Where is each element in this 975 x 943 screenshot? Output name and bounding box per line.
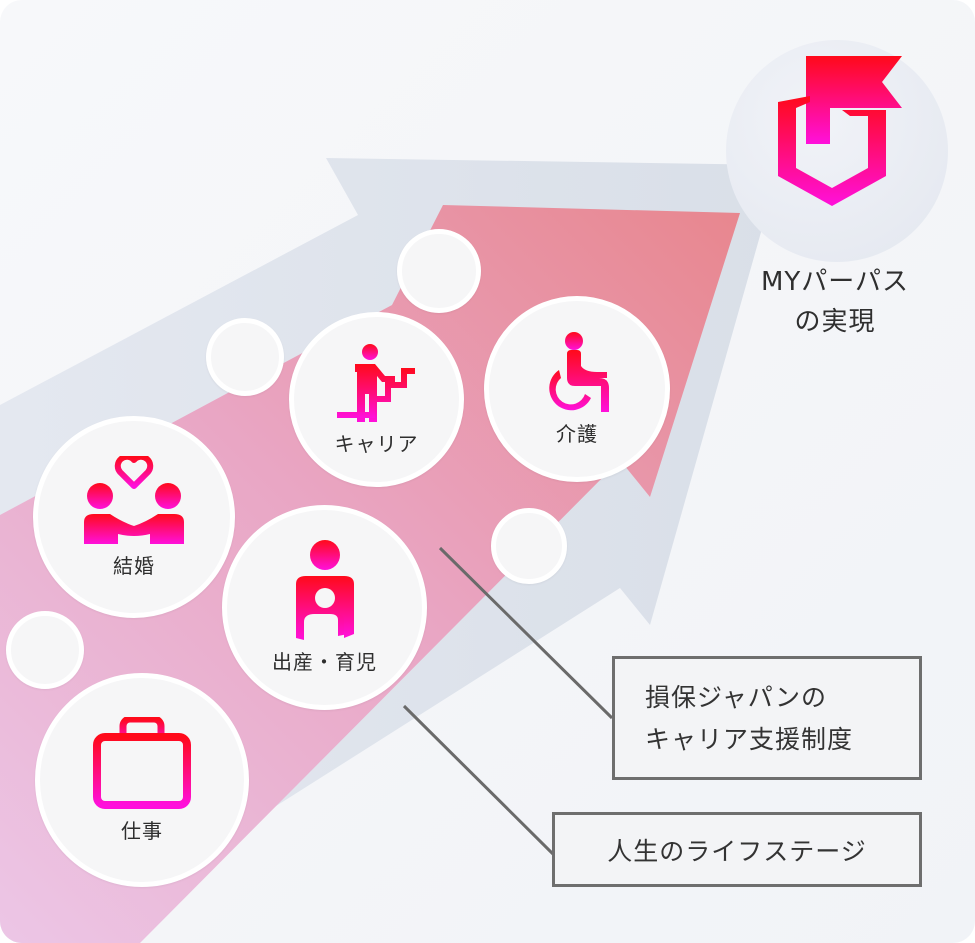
- wheelchair-icon: [549, 331, 609, 412]
- decorative-bubble: [206, 318, 284, 396]
- stage-childbirth: 出産・育児: [222, 505, 427, 710]
- stage-work: 仕事: [35, 673, 249, 887]
- goal-circle: [726, 40, 948, 262]
- stage-label: キャリア: [334, 432, 419, 456]
- stage-label: 結婚: [113, 553, 155, 578]
- stage-care: 介護: [484, 296, 670, 482]
- flag-shield-logo-icon: [778, 56, 902, 206]
- callout-life-stages: 人生のライフステージ: [552, 812, 922, 887]
- life-connector-line: [402, 704, 556, 857]
- parent-child-icon: [295, 540, 354, 640]
- stage-career: キャリア: [289, 312, 464, 487]
- decorative-bubble: [397, 229, 481, 313]
- couple-heart-icon: [84, 455, 184, 544]
- callout-support-system: 損保ジャパンの キャリア支援制度: [612, 656, 922, 780]
- decorative-bubble: [491, 508, 567, 584]
- person-climbing-stairs-icon: [336, 344, 415, 422]
- decorative-bubble: [6, 611, 84, 689]
- support-connector-line: [438, 546, 614, 720]
- stage-marriage: 結婚: [33, 416, 235, 618]
- stage-label: 出産・育児: [272, 650, 377, 674]
- stage-label: 仕事: [121, 818, 163, 843]
- goal-label: MYパーパス の実現: [760, 267, 910, 337]
- briefcase-icon: [93, 716, 191, 809]
- stage-label: 介護: [556, 421, 598, 446]
